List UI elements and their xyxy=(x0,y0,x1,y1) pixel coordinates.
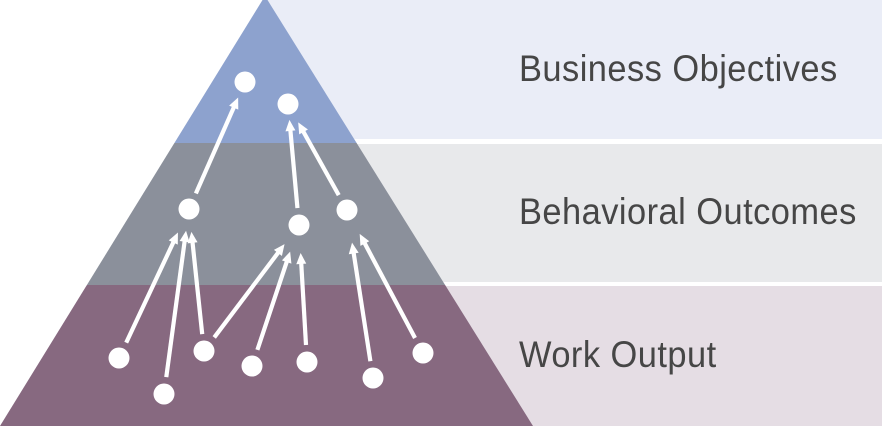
arrow-shaft xyxy=(288,129,300,209)
node-behavior-1 xyxy=(178,198,200,220)
arrow-behavior-3-to-objective-2 xyxy=(298,122,341,197)
arrows xyxy=(124,97,417,378)
arrow-shaft xyxy=(301,130,341,197)
node-work-4 xyxy=(241,355,263,377)
arrow-shaft xyxy=(212,250,281,339)
arrow-work-1-to-behavior-1 xyxy=(124,232,178,344)
arrow-work-6-to-behavior-3 xyxy=(348,242,373,362)
arrow-shaft xyxy=(164,240,187,378)
arrow-head xyxy=(187,231,198,244)
arrow-head xyxy=(348,242,359,255)
arrow-work-4-to-behavior-2 xyxy=(255,251,292,351)
arrow-head xyxy=(229,97,239,110)
node-work-3 xyxy=(193,340,215,362)
node-work-1 xyxy=(108,347,130,369)
node-behavior-2 xyxy=(288,214,310,236)
arrow-head xyxy=(273,244,285,256)
arrow-head xyxy=(359,233,370,246)
arrow-work-2-to-behavior-1 xyxy=(164,230,190,378)
arrow-work-7-to-behavior-3 xyxy=(359,233,417,339)
arrow-head xyxy=(168,232,178,245)
arrow-head xyxy=(296,252,307,265)
pyramid-section-work-output xyxy=(0,285,533,426)
arrow-behavior-1-to-objective-1 xyxy=(193,97,239,195)
arrow-work-3-to-behavior-1 xyxy=(187,231,205,335)
arrow-shaft xyxy=(351,252,373,362)
node-work-2 xyxy=(153,383,175,405)
node-objective-1 xyxy=(234,71,256,93)
arrow-head xyxy=(281,251,292,264)
arrow-shaft xyxy=(362,241,417,339)
arrow-head xyxy=(285,119,296,132)
arrow-head xyxy=(298,122,308,135)
arrow-shaft xyxy=(124,240,176,344)
arrow-head xyxy=(179,230,190,243)
arrow-shaft xyxy=(193,105,237,195)
arrow-behavior-2-to-objective-2 xyxy=(285,119,300,209)
arrow-work-5-to-behavior-2 xyxy=(296,252,309,346)
arrow-shaft xyxy=(299,262,309,346)
arrow-shaft xyxy=(190,241,205,335)
node-work-6 xyxy=(362,367,384,389)
nodes xyxy=(108,71,434,405)
node-work-7 xyxy=(412,342,434,364)
arrow-shaft xyxy=(255,260,289,351)
node-work-5 xyxy=(296,351,318,373)
arrow-work-3-to-behavior-2 xyxy=(212,244,285,339)
node-behavior-3 xyxy=(336,199,358,221)
node-objective-2 xyxy=(277,93,299,115)
